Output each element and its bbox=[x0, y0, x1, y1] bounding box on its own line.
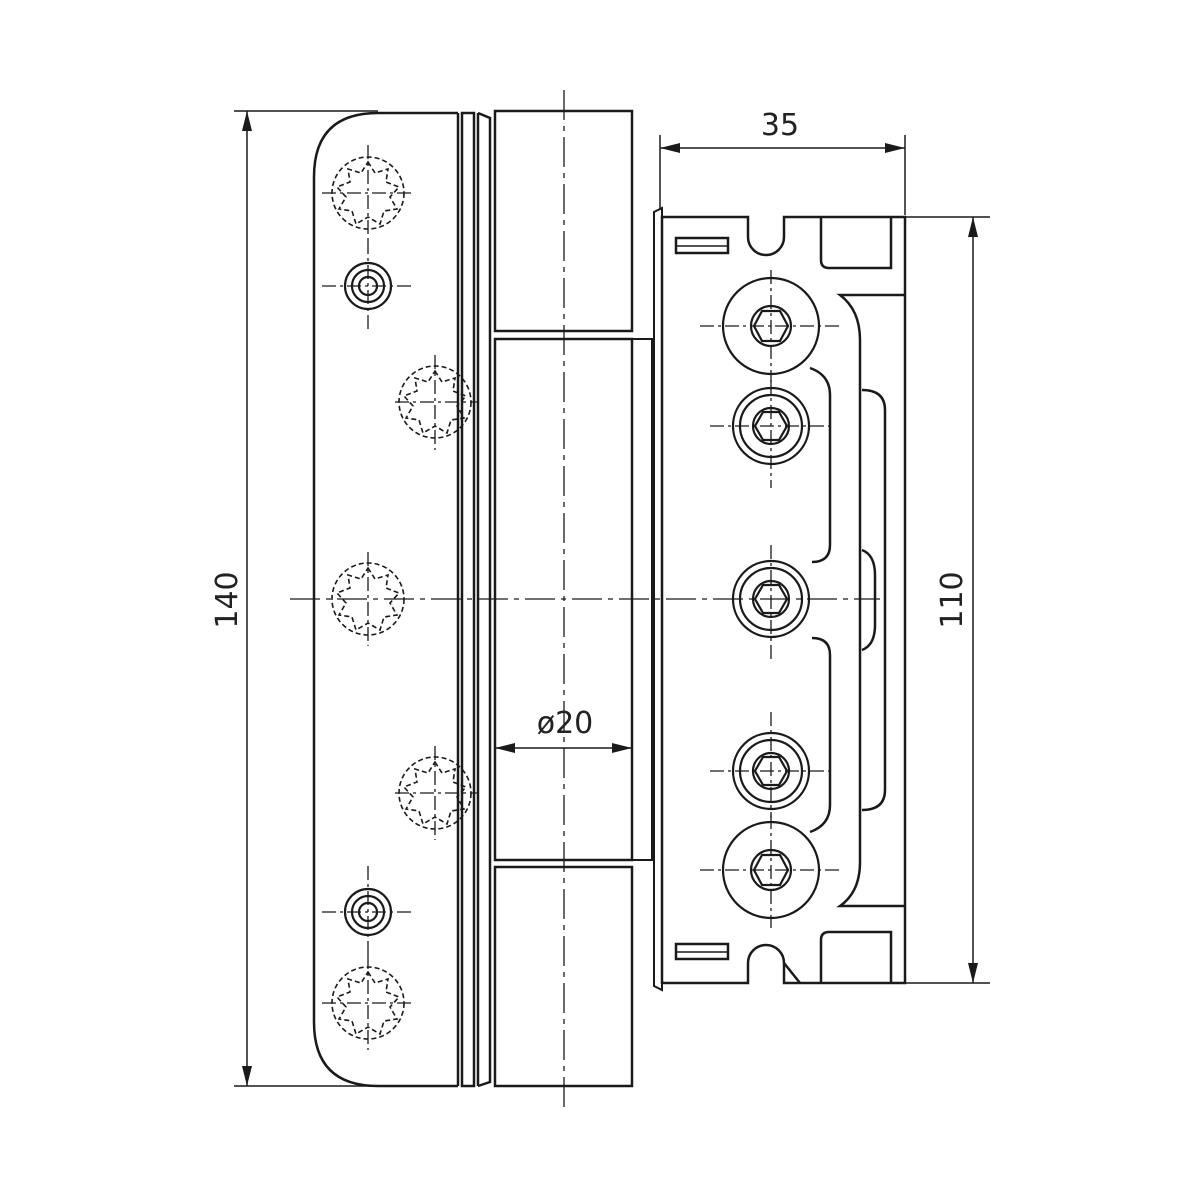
round-screw-bottom bbox=[322, 866, 414, 958]
torx-screw-bottom bbox=[322, 955, 414, 1050]
hex-bolt-1 bbox=[700, 270, 842, 382]
dimension-overall-height bbox=[234, 110, 378, 1087]
hex-bolt-4 bbox=[710, 712, 832, 818]
hex-bolt-5 bbox=[700, 815, 842, 928]
torx-screw-top bbox=[322, 145, 414, 240]
torx-screw-lower-offset bbox=[395, 746, 478, 840]
round-screw-top bbox=[322, 240, 414, 332]
dimension-overall-height-label: 140 bbox=[210, 571, 245, 628]
torx-screw-middle bbox=[331, 552, 405, 646]
dimension-fixing-height-label: 110 bbox=[935, 571, 970, 628]
hex-bolt-2 bbox=[710, 380, 832, 488]
dimension-pin-diameter-label: ø20 bbox=[537, 706, 594, 741]
torx-screw-upper-offset bbox=[395, 355, 478, 450]
dimension-width bbox=[659, 135, 906, 215]
dimension-fixing-height bbox=[905, 216, 990, 984]
hex-bolt-3 bbox=[731, 545, 811, 660]
dimension-width-label: 35 bbox=[761, 108, 799, 143]
